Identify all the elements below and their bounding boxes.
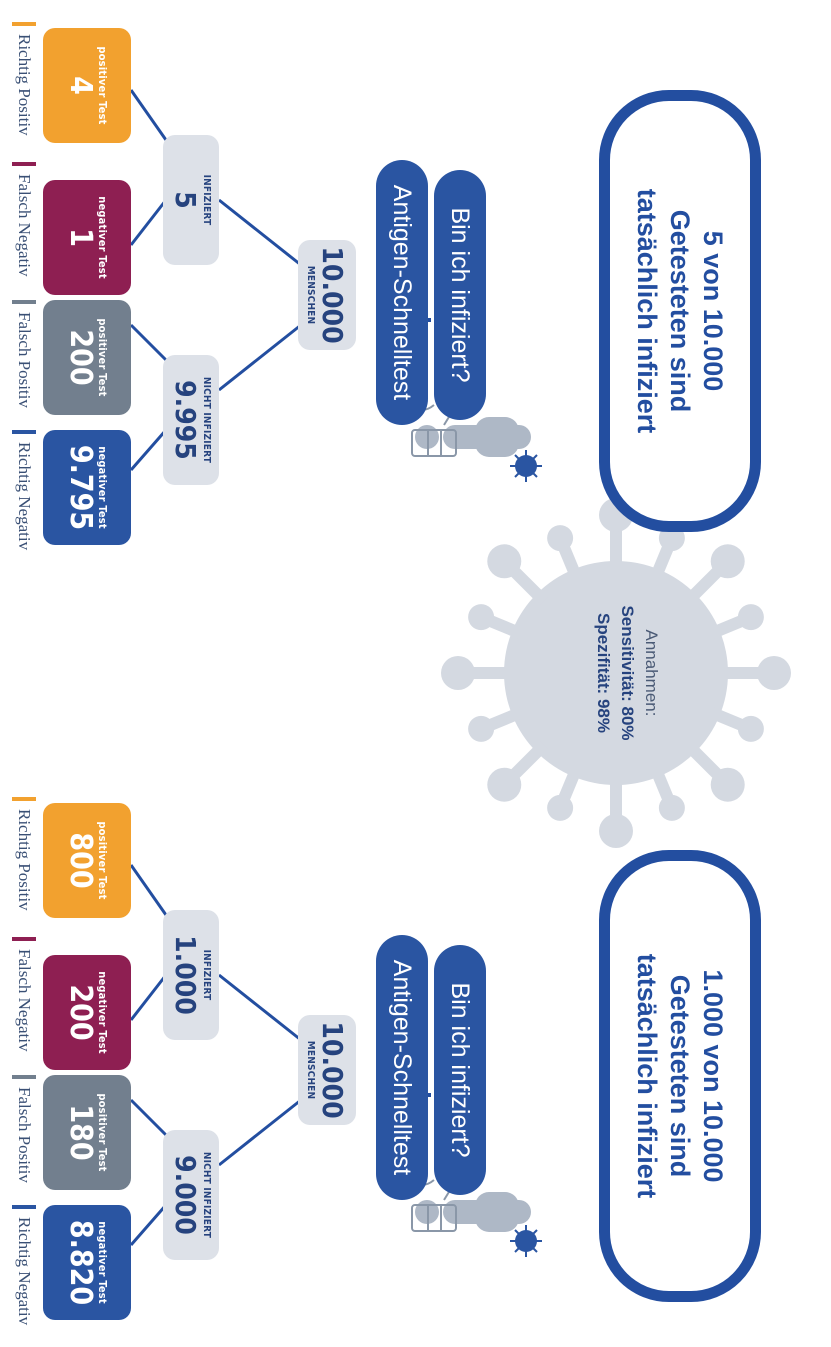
person-icon-2 [415,1192,531,1232]
scenario1-leaf-fp-value: 200 [63,329,99,386]
edge-notinf-tn-2 [129,1204,168,1246]
scenario2-infected-node: INFIZIERT 1.000 [163,910,219,1040]
scenario2-headline-line3: tatsächlich infiziert [632,953,663,1199]
scenario2-outcome-tp: Richtig Positiv [12,797,36,911]
scenario2-headline-line1: 1.000 von 10.000 [698,969,729,1183]
scenario1-headline-line3: tatsächlich infiziert [632,188,663,434]
scenario2-leaf-fp-label: positiver Test [96,1093,110,1172]
scenario1-infected-label: INFIZIERT [201,174,213,226]
person-icon [415,417,531,457]
edge-root-not-infected [218,323,302,392]
scenario2-leaf-fp-value: 180 [63,1104,99,1161]
scenario1-leaf-tp-value: 4 [63,76,99,95]
scenario2-not-infected-label: NICHT INFIZIERT [201,1151,213,1239]
edge-notinf-fp [129,323,168,362]
scenario2-not-infected-value: 9.000 [169,1155,203,1235]
scenario1-infected-node: INFIZIERT 5 [163,135,219,265]
scenario1-leaf-fp-label: positiver Test [96,318,110,397]
scenario1-leaf-false-negative: negativer Test 1 [43,180,131,295]
assumptions-block: Annahmen: Sensitivität: 80% Spezifität: … [591,573,663,773]
scenario1-test-pill: Antigen-Schnelltest [376,160,428,425]
scenario2-leaf-true-negative: negativer Test 8.820 [43,1205,131,1320]
scenario1-leaf-true-positive: positiver Test 4 [43,28,131,143]
scenario2-leaf-false-negative: negativer Test 200 [43,955,131,1070]
scenario2-leaf-true-positive: positiver Test 800 [43,803,131,918]
edge-infected-tp-2 [129,864,168,916]
edge-infected-tp [129,89,168,141]
edge-notinf-fp-2 [129,1098,168,1137]
scenario2-root-value: 10.000 [316,1021,350,1119]
scenario2-leaf-tp-value: 800 [63,832,99,889]
specificity-label: Spezifität: 98% [594,613,613,733]
edge-root-infected-2 [218,973,302,1042]
scenario2-headline-frame: 1.000 von 10.000 Getesteten sind tatsäch… [599,850,761,1302]
scenario1-leaf-tn-value: 9.795 [63,444,99,531]
scenario2-leaf-tn-value: 8.820 [63,1219,99,1306]
scenario2-leaf-tn-label: negativer Test [96,1221,110,1304]
edge-infected-fn-2 [129,974,168,1021]
scenario1-headline-line1: 5 von 10.000 [698,230,729,392]
scenario1-root-value: 10.000 [316,246,350,344]
scenario2-infected-label: INFIZIERT [201,949,213,1001]
edge-root-not-infected-2 [218,1098,302,1167]
scenario2-leaf-false-positive: positiver Test 180 [43,1075,131,1190]
scenario1-outcome-tn: Richtig Negativ [12,430,36,551]
scenario1-leaf-fn-value: 1 [63,228,99,247]
scenario1-not-infected-node: NICHT INFIZIERT 9.995 [163,355,219,485]
edge-infected-fn [129,199,168,246]
scenario1-root-node: 10.000 MENSCHEN [298,240,356,350]
scenario2-leaf-fn-label: negativer Test [96,971,110,1054]
virus-small-icon [510,450,542,482]
scenario1-headline-line2: Getesteten sind [665,209,696,413]
scenario2-not-infected-node: NICHT INFIZIERT 9.000 [163,1130,219,1260]
scenario1-question-pill: Bin ich infiziert? [434,170,486,420]
scenario1-root-label: MENSCHEN [305,265,317,325]
scenario1-leaf-tp-label: positiver Test [96,46,110,125]
scenario1-not-infected-value: 9.995 [169,380,203,460]
sensitivity-label: Sensitivität: 80% [618,605,637,741]
scenario2-question-pill: Bin ich infiziert? [434,945,486,1195]
scenario1-leaf-fn-label: negativer Test [96,196,110,279]
scenario1-headline-frame: 5 von 10.000 Getesteten sind tatsächlich… [599,90,761,532]
assumptions-title: Annahmen: [642,629,661,717]
edge-root-infected [218,198,302,267]
scenario2-infected-value: 1.000 [169,935,203,1015]
scenario1-outcome-fn: Falsch Negativ [12,162,36,277]
scenario1-infected-value: 5 [169,191,203,209]
scenario2-leaf-fn-value: 200 [63,984,99,1041]
scenario1-leaf-tn-label: negativer Test [96,446,110,529]
scenario2-outcome-tn: Richtig Negativ [12,1205,36,1326]
virus-illustration [441,498,791,848]
scenario1-outcome-fp: Falsch Positiv [12,300,36,408]
edge-notinf-tn [129,429,168,471]
scenario2-outcome-fp: Falsch Positiv [12,1075,36,1183]
scenario1-not-infected-label: NICHT INFIZIERT [201,376,213,464]
scenario1-leaf-false-positive: positiver Test 200 [43,300,131,415]
scenario1-leaf-true-negative: negativer Test 9.795 [43,430,131,545]
scenario2-root-label: MENSCHEN [305,1040,317,1100]
scenario2-test-pill: Antigen-Schnelltest [376,935,428,1200]
scenario1-outcome-tp: Richtig Positiv [12,22,36,136]
virus-small-icon-2 [510,1225,542,1257]
scenario2-headline-line2: Getesteten sind [665,974,696,1178]
scenario2-root-node: 10.000 MENSCHEN [298,1015,356,1125]
scenario2-outcome-fn: Falsch Negativ [12,937,36,1052]
scenario2-leaf-tp-label: positiver Test [96,821,110,900]
